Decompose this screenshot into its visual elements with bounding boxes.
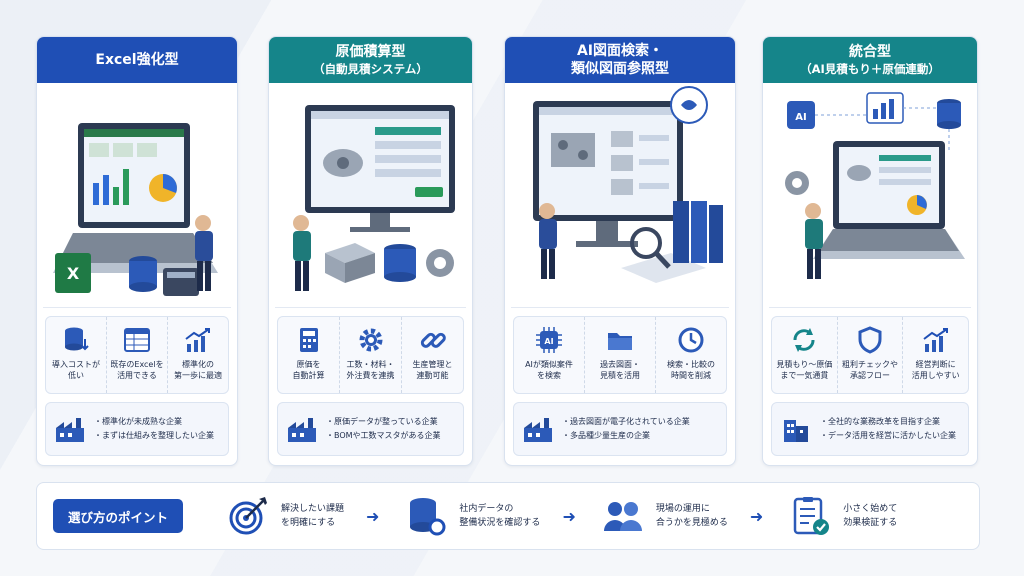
card-header: 統合型 （AI見積もり＋原価連動） <box>763 37 977 83</box>
card-subtitle: （自動見積システム） <box>313 61 428 76</box>
svg-text:AI: AI <box>795 112 806 123</box>
arrow-right-icon: ➜ <box>749 506 764 526</box>
feature-item: 原価を 自動計算 <box>278 317 340 393</box>
feature-text: 検索・比較の 時間を削減 <box>667 360 715 380</box>
target-item: 原価データが整っている企業 <box>326 415 441 429</box>
card-header: AI図面検索・ 類似図面参照型 <box>505 37 735 83</box>
points-label: 選び方のポイント <box>53 499 183 533</box>
point-step: 解決したい課題 を明確にする <box>227 495 344 537</box>
card-title: 原価積算型 <box>335 44 406 61</box>
svg-text:X: X <box>67 264 80 283</box>
feature-text: 過去図面・ 見積を活用 <box>600 360 640 380</box>
feature-item: 粗利チェックや 承認フロー <box>838 317 904 393</box>
card-title: AI図面検索・ <box>576 42 664 59</box>
feature-text: 経営判断に 活用しやすい <box>911 360 960 380</box>
refresh-icon <box>793 328 815 352</box>
card-integrated: 統合型 （AI見積もり＋原価連動） AI <box>762 36 978 466</box>
spreadsheet-icon <box>124 328 150 352</box>
factory-icon <box>288 418 316 442</box>
target-item: まずは仕組みを整理したい企業 <box>94 429 214 443</box>
feature-text: 工数・材料・ 外注費を連携 <box>346 360 395 380</box>
ai-chip-icon: AI <box>536 327 562 353</box>
card-title: 統合型 <box>849 44 891 61</box>
link-icon <box>420 332 446 348</box>
gear-icon <box>359 328 382 352</box>
feature-text: 生産管理と 連動可能 <box>412 360 453 380</box>
integrated-laptop-illustration: AI <box>769 83 971 308</box>
feature-text: AIが類似案件 を検索 <box>525 360 573 380</box>
svg-text:AI: AI <box>544 337 553 346</box>
arrow-right-icon: ➜ <box>366 506 380 526</box>
growth-chart-icon <box>923 328 948 352</box>
feature-item: 見積もり〜原価 まで一気通貫 <box>772 317 838 393</box>
point-step: 現場の運用に 合うかを見極める <box>602 495 728 537</box>
card-subtitle: （AI見積もり＋原価連動） <box>800 61 940 76</box>
calculator-icon <box>299 328 318 352</box>
growth-chart-icon <box>185 328 210 352</box>
target-companies: 標準化が未成熟な企業 まずは仕組みを整理したい企業 <box>45 402 229 456</box>
feature-list: 導入コストが 低い 既存のExcelを 活用できる 標準化の 第一歩に最適 <box>45 316 229 394</box>
target-icon <box>229 497 267 535</box>
factory-icon <box>56 418 84 442</box>
feature-text: 粗利チェックや 承認フロー <box>842 360 898 380</box>
feature-text: 見積もり〜原価 まで一気通貫 <box>776 360 833 380</box>
feature-text: 原価を 自動計算 <box>292 360 325 380</box>
feature-item: 過去図面・ 見積を活用 <box>585 317 656 393</box>
checklist-icon <box>794 497 830 535</box>
folder-icon <box>608 333 632 350</box>
feature-text: 標準化の 第一歩に最適 <box>174 360 222 380</box>
building-icon <box>784 420 808 442</box>
card-title: Excel強化型 <box>95 51 179 68</box>
monitor-illustration <box>275 83 466 308</box>
people-icon <box>603 502 642 531</box>
feature-item: 検索・比較の 時間を削減 <box>656 317 726 393</box>
feature-item: 既存のExcelを 活用できる <box>107 317 168 393</box>
point-step: 小さく始めて 効果検証する <box>789 495 897 537</box>
card-cost-estimation: 原価積算型 （自動見積システム） <box>268 36 473 466</box>
feature-item: AI AIが類似案件 を検索 <box>514 317 585 393</box>
feature-list: AI AIが類似案件 を検索 過去図面・ 見積を活用 検索・比較の 時間を削減 <box>513 316 727 394</box>
selection-points-bar: 選び方のポイント 解決したい課題 を明確にする ➜ 社内データの 整備状況を確認… <box>36 482 980 550</box>
shield-icon <box>858 326 882 354</box>
feature-item: 経営判断に 活用しやすい <box>903 317 968 393</box>
target-item: データ活用を経営に活かしたい企業 <box>820 429 956 443</box>
feature-list: 原価を 自動計算 工数・材料・ 外注費を連携 生産管理と 連動可能 <box>277 316 464 394</box>
card-excel: Excel強化型 X <box>36 36 238 466</box>
point-text: 社内データの 整備状況を確認する <box>459 503 541 528</box>
database-gear-icon <box>410 498 446 536</box>
feature-text: 導入コストが 低い <box>52 360 100 380</box>
target-item: 標準化が未成熟な企業 <box>94 415 214 429</box>
target-companies: 原価データが整っている企業 BOMや工数マスタがある企業 <box>277 402 464 456</box>
feature-item: 工数・材料・ 外注費を連携 <box>340 317 402 393</box>
target-item: BOMや工数マスタがある企業 <box>326 429 441 443</box>
feature-item: 導入コストが 低い <box>46 317 107 393</box>
clock-icon <box>678 327 704 353</box>
feature-text: 既存のExcelを 活用できる <box>110 360 164 380</box>
target-item: 過去図面が電子化されている企業 <box>562 415 690 429</box>
laptop-illustration: X <box>43 83 231 308</box>
target-companies: 過去図面が電子化されている企業 多品種少量生産の企業 <box>513 402 727 456</box>
target-item: 全社的な業務改革を目指す企業 <box>820 415 956 429</box>
point-text: 現場の運用に 合うかを見極める <box>655 503 728 528</box>
feature-list: 見積もり〜原価 まで一気通貫 粗利チェックや 承認フロー 経営判断に 活用しやす… <box>771 316 969 394</box>
point-text: 解決したい課題 を明確にする <box>281 503 345 528</box>
database-download-icon <box>65 327 89 351</box>
target-item: 多品種少量生産の企業 <box>562 429 690 443</box>
card-ai-drawing-search: AI図面検索・ 類似図面参照型 <box>504 36 736 466</box>
feature-item: 生産管理と 連動可能 <box>402 317 463 393</box>
card-header: Excel強化型 <box>37 37 237 83</box>
point-text: 小さく始めて 効果検証する <box>843 503 898 528</box>
factory-icon <box>524 418 552 442</box>
card-header: 原価積算型 （自動見積システム） <box>269 37 472 83</box>
card-subtitle: 類似図面参照型 <box>571 61 669 77</box>
point-step: 社内データの 整備状況を確認する <box>405 495 540 537</box>
feature-item: 標準化の 第一歩に最適 <box>168 317 228 393</box>
ai-monitor-illustration <box>511 83 729 308</box>
target-companies: 全社的な業務改革を目指す企業 データ活用を経営に活かしたい企業 <box>771 402 969 456</box>
arrow-right-icon: ➜ <box>562 506 576 526</box>
